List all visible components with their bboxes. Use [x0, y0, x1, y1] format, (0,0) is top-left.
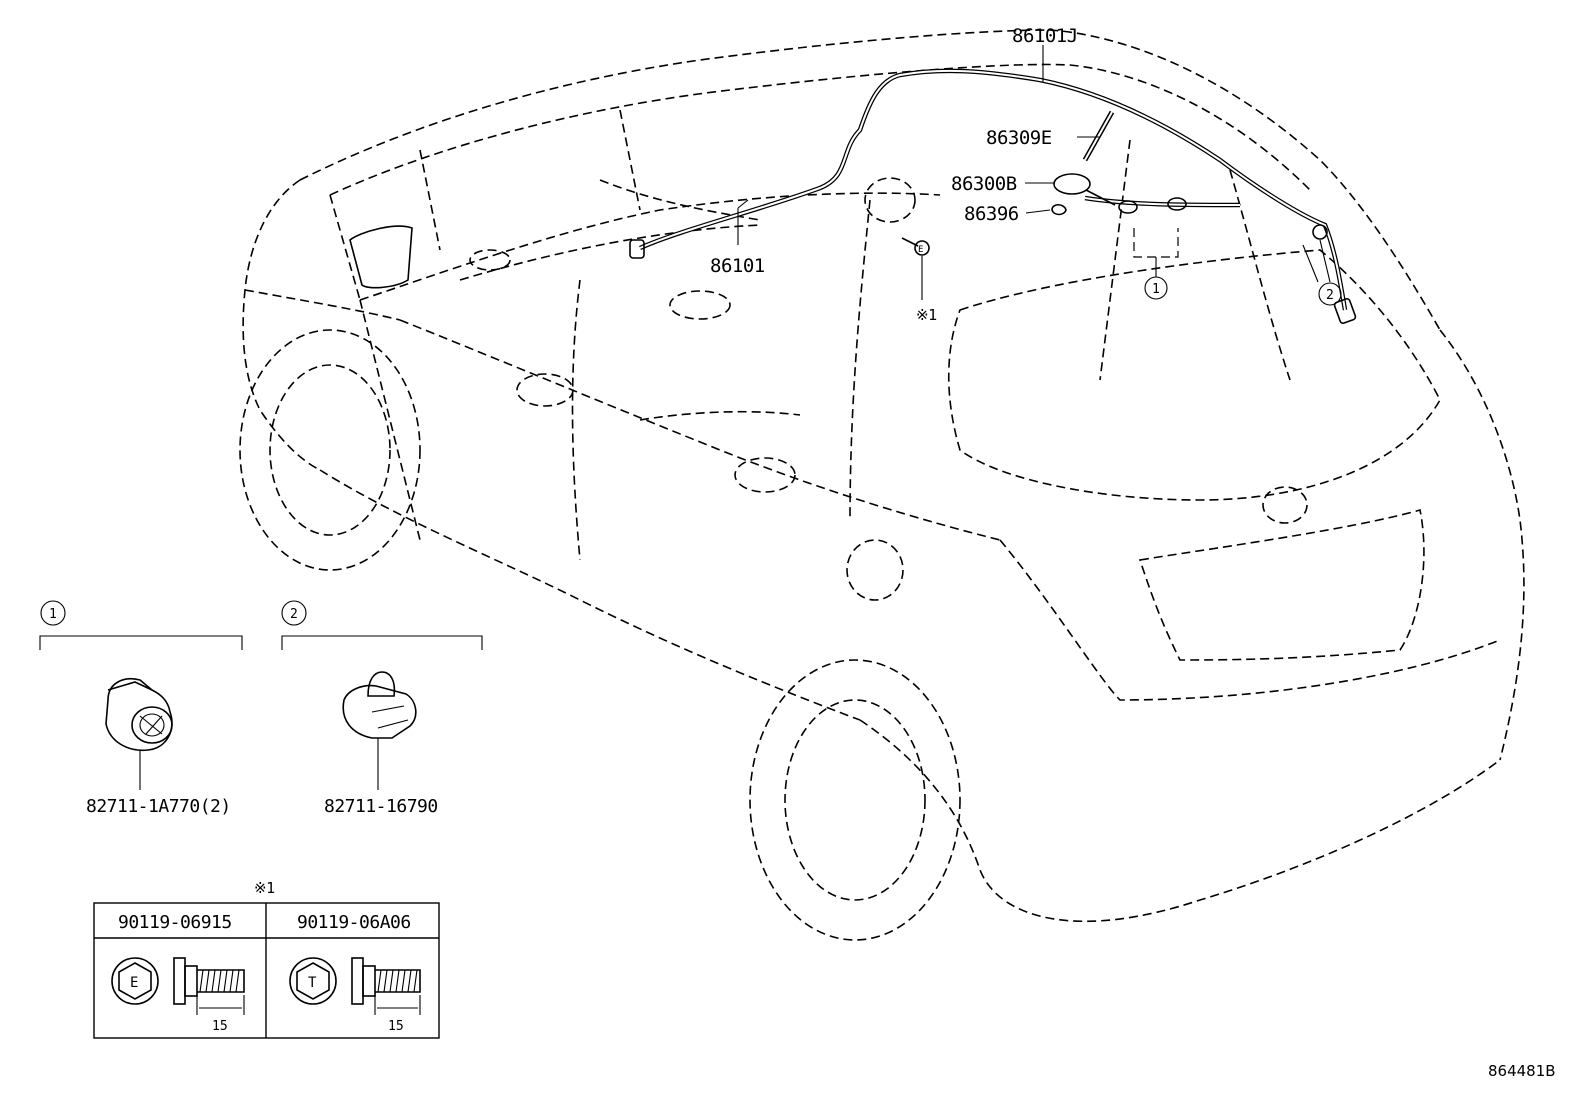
- detail-1-number: 1: [49, 607, 57, 622]
- bolt-2-length: 15: [388, 1019, 404, 1034]
- callout-1-on-vehicle: 1: [1144, 276, 1168, 300]
- detail-2-part-number: 82711-16790: [324, 796, 438, 817]
- vehicle-outline: [239, 29, 1525, 941]
- label-86396: 86396: [964, 203, 1019, 225]
- callout-2-on-vehicle: 2: [1318, 282, 1342, 306]
- roof-rod-86309E: [1082, 110, 1115, 162]
- callout-2-number: 2: [1326, 288, 1334, 303]
- label-86309E: 86309E: [986, 127, 1052, 149]
- dome-lamp-86300B: [1053, 173, 1116, 206]
- detail-2-number: 2: [290, 607, 298, 622]
- label-86300B: 86300B: [951, 173, 1017, 195]
- bolt-col-1-part: 90119-06915: [118, 912, 232, 933]
- clip-86396: [1051, 203, 1067, 216]
- bolt-2-drawing: T 15: [289, 957, 421, 1034]
- bolt-1-head-mark: E: [130, 975, 138, 991]
- label-86101: 86101: [710, 255, 765, 277]
- callout-1-number: 1: [1152, 282, 1160, 297]
- svg-text:E: E: [918, 245, 923, 255]
- roof-wire-harness: [629, 68, 1357, 325]
- label-note-ref-bolt: ※1: [916, 306, 937, 324]
- bolt-col-2-part: 90119-06A06: [297, 912, 411, 933]
- bolt-2-head-mark: T: [308, 975, 317, 991]
- label-86101J: 86101J: [1012, 25, 1078, 47]
- detail-1-part-number: 82711-1A770(2): [86, 796, 231, 817]
- bolt-on-vehicle: E: [901, 237, 930, 300]
- detail-clamp-2: 2 82711-16790: [281, 600, 483, 817]
- leader-lines: [737, 45, 1331, 283]
- bolt-table: ※1 90119-06915 90119-06A06 E 15 T: [93, 879, 440, 1039]
- illustration-id: 864481B: [1488, 1062, 1556, 1080]
- detail-clamp-1: 1 82711-1A770(2): [39, 600, 243, 817]
- bolt-1-drawing: E 15: [111, 957, 245, 1034]
- bolt-1-length: 15: [212, 1019, 228, 1034]
- bolt-table-note: ※1: [254, 879, 275, 897]
